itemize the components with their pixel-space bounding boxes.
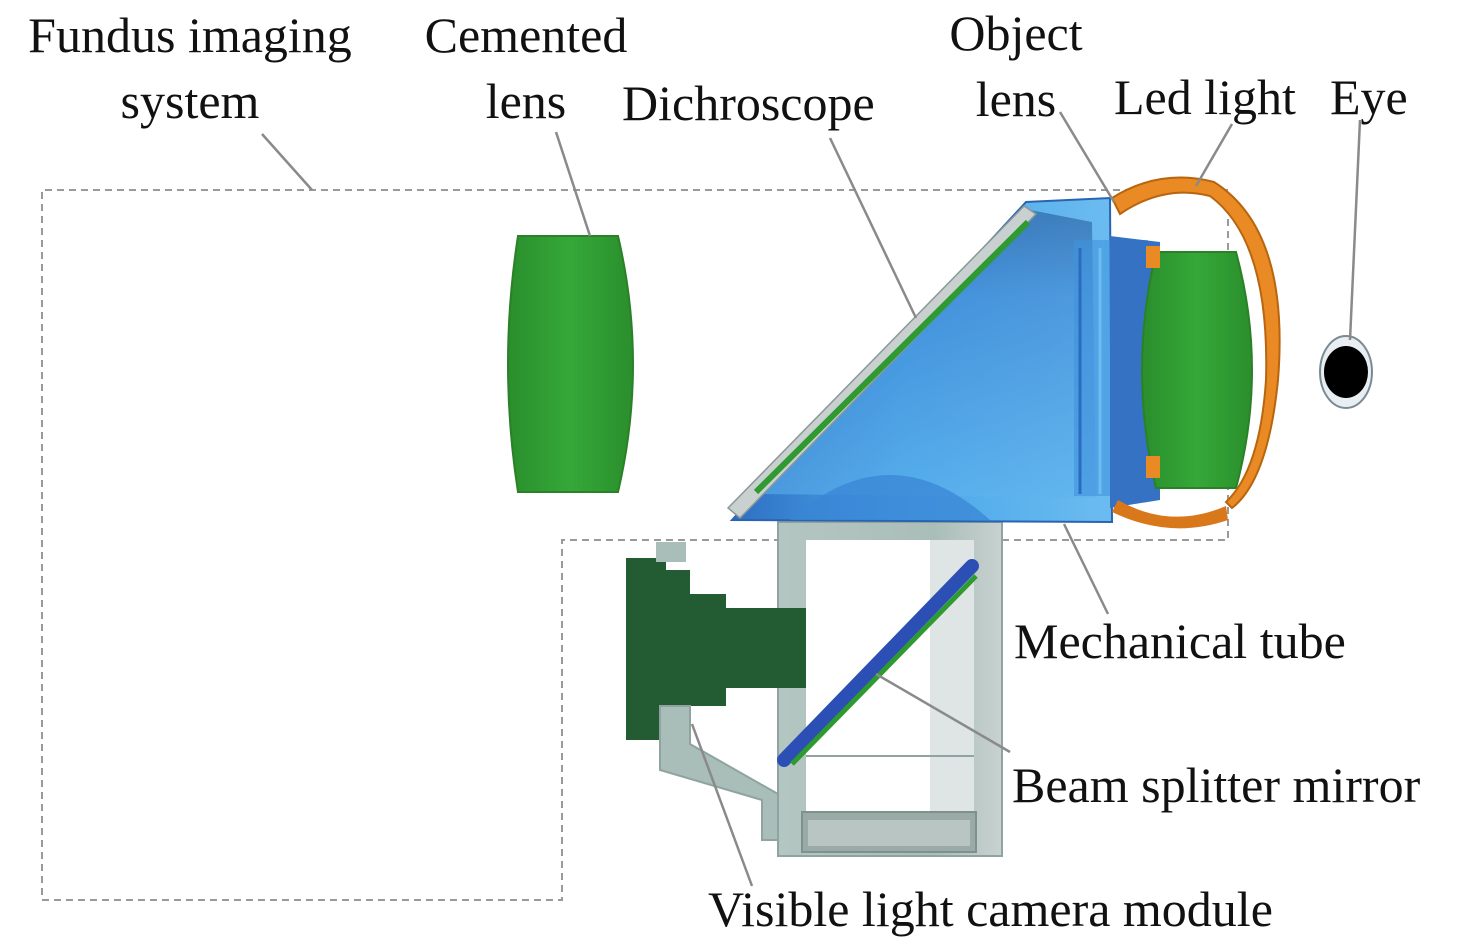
- label-object-lens: Object lens: [930, 0, 1102, 132]
- label-fundus-imaging-line1: Fundus imaging: [28, 7, 352, 63]
- label-fundus-imaging-line2: system: [120, 73, 260, 129]
- fundus-imaging-system-frame: [41, 189, 1229, 901]
- label-eye: Eye: [1330, 69, 1408, 125]
- eye-shape: [1319, 335, 1373, 409]
- beam-splitter-mirror-shape: [777, 559, 979, 767]
- label-mechanical-tube: Mechanical tube: [1014, 613, 1346, 669]
- label-cemented-line2: lens: [485, 73, 567, 129]
- leader-lines: [261, 111, 1362, 887]
- object-lens-shape: [1141, 251, 1253, 489]
- label-object-line1: Object: [949, 5, 1083, 61]
- label-dichroscope: Dichroscope: [622, 75, 875, 131]
- label-led-light: Led light: [1114, 69, 1296, 125]
- dichroscope-tube-body: [729, 196, 1160, 524]
- cemented-lens-shape: [507, 235, 634, 493]
- led-light-ring: [1110, 176, 1281, 529]
- label-beam-splitter-mirror: Beam splitter mirror: [1012, 757, 1421, 813]
- label-object-line2: lens: [975, 71, 1057, 127]
- label-visible-light-camera-module: Visible light camera module: [708, 881, 1273, 937]
- label-fundus-imaging-system: Fundus imaging system: [0, 2, 380, 134]
- label-cemented-line1: Cemented: [424, 7, 628, 63]
- dichroscope-plate: [726, 205, 1038, 520]
- visible-light-camera-module: [626, 542, 806, 841]
- label-cemented-lens: Cemented lens: [404, 2, 648, 134]
